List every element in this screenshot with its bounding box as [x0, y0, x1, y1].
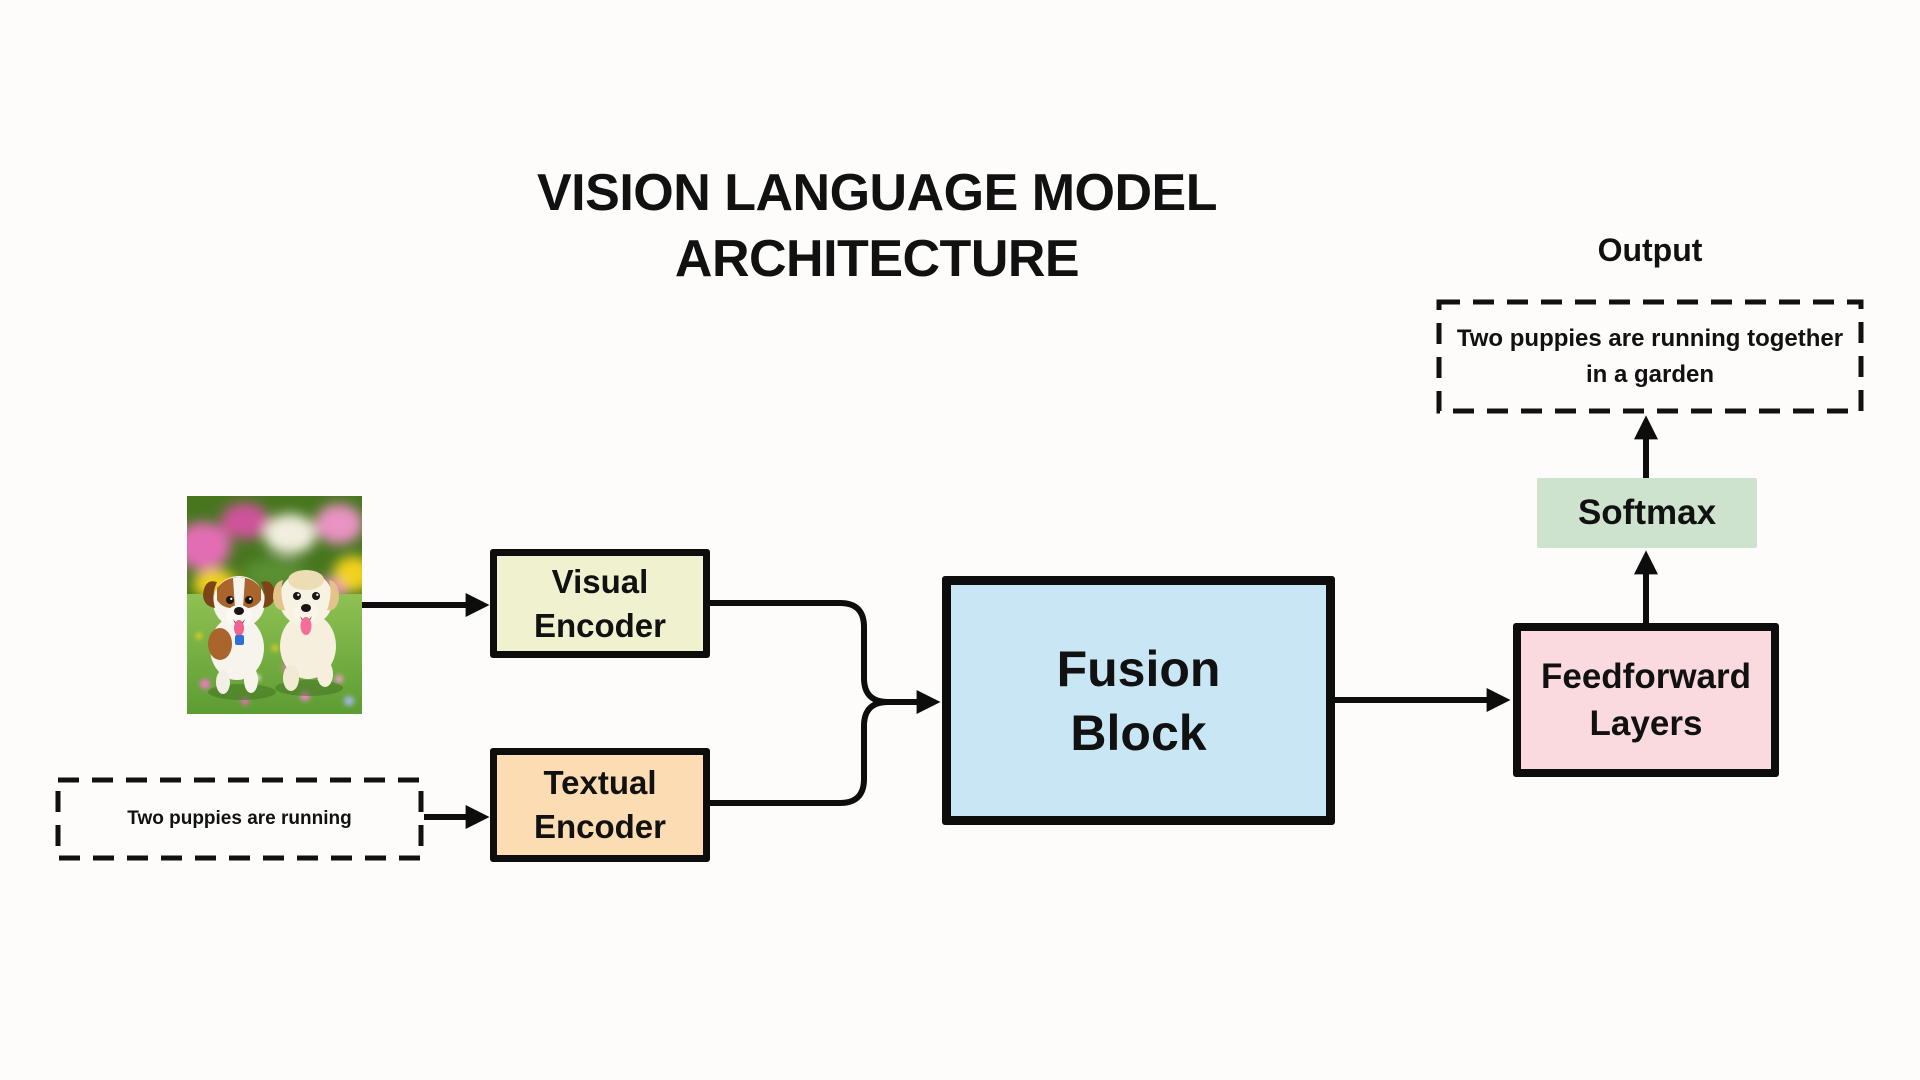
left-puppy [203, 576, 275, 694]
output-text-value: Two puppies are running together in a ga… [1456, 324, 1844, 388]
output-box [1436, 299, 1864, 414]
visual-encoder-block: Visual Encoder [490, 549, 710, 658]
output-section-label: Output [1597, 232, 1703, 268]
text-input-label: Two puppies are running [56, 778, 423, 860]
diagram-title: VISION LANGUAGE MODEL ARCHITECTURE [537, 164, 1217, 288]
connector-visual-to-merge [710, 600, 895, 705]
fusion-block-label: Fusion Block [1056, 640, 1221, 761]
feedforward-layers-block: Feedforward Layers [1513, 623, 1779, 777]
softmax-block: Softmax [1537, 478, 1757, 548]
visual-encoder-label: Visual Encoder [533, 562, 667, 644]
textual-encoder-block: Textual Encoder [490, 748, 710, 862]
feedforward-layers-label: Feedforward Layers [1540, 656, 1752, 743]
puppies-photo-illustration [187, 496, 362, 714]
softmax-label: Softmax [1577, 493, 1717, 532]
connector-textual-to-merge [710, 699, 895, 806]
text-input-value: Two puppies are running [127, 808, 352, 829]
puppies-photo [187, 496, 362, 714]
fusion-block: Fusion Block [942, 576, 1335, 825]
output-text: Two puppies are running together in a ga… [1437, 300, 1863, 413]
right-puppy [273, 570, 339, 691]
textual-encoder-label: Textual Encoder [533, 764, 667, 845]
text-input-box [55, 777, 424, 861]
